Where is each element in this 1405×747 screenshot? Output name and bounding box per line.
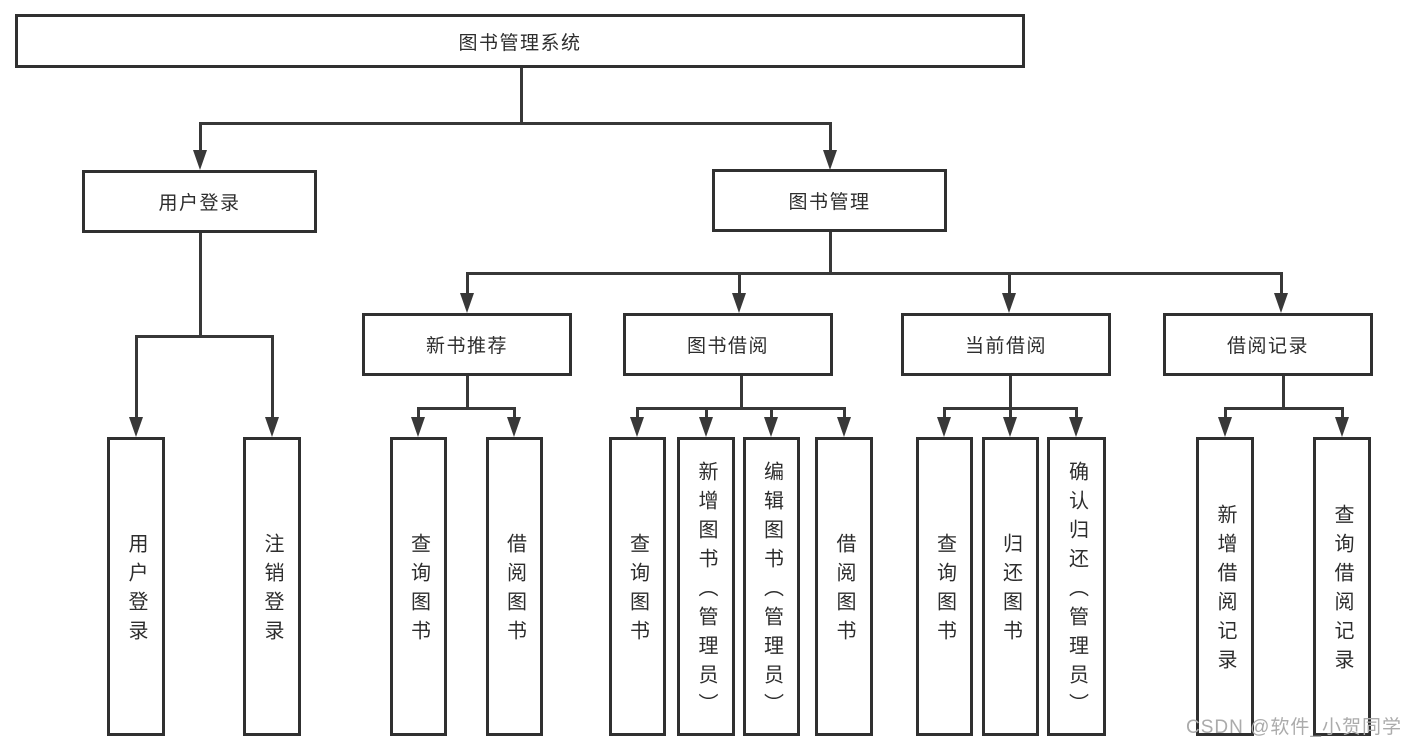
connector-parent-drop bbox=[1281, 376, 1285, 410]
node-system-root: 图书管理系统 bbox=[15, 14, 1025, 68]
node-current-borrowing: 当前借阅 bbox=[901, 313, 1111, 376]
arrow-down-icon bbox=[410, 417, 425, 437]
arrow-down-icon bbox=[836, 417, 851, 437]
node-label: 借阅图书 bbox=[833, 533, 855, 649]
connector-bus bbox=[635, 407, 846, 410]
arrow-down-icon bbox=[936, 417, 951, 437]
node-book-borrowing: 图书借阅 bbox=[623, 313, 833, 376]
node-leaf-logout: 注销登录 bbox=[243, 437, 301, 736]
node-leaf-query-books-a: 查询图书 bbox=[390, 437, 447, 736]
arrow-down-icon bbox=[731, 293, 746, 313]
node-label: 查询借阅记录 bbox=[1331, 504, 1353, 678]
arrow-down-icon bbox=[822, 150, 837, 170]
connector-bus bbox=[134, 335, 274, 338]
node-label: 借阅图书 bbox=[503, 533, 526, 649]
arrow-down-icon bbox=[264, 417, 279, 437]
connector-child-drop bbox=[1074, 407, 1078, 417]
connector-parent-drop bbox=[739, 376, 743, 410]
node-label: 查询图书 bbox=[626, 533, 649, 649]
node-leaf-borrow-books-a: 借阅图书 bbox=[486, 437, 543, 736]
node-new-book-recommend: 新书推荐 bbox=[362, 313, 572, 376]
node-book-management: 图书管理 bbox=[712, 169, 947, 232]
connector-bus bbox=[416, 407, 516, 410]
connector-parent-drop bbox=[828, 232, 832, 275]
connector-child-drop bbox=[1340, 407, 1344, 417]
arrow-down-icon bbox=[128, 417, 143, 437]
connector-child-drop bbox=[512, 407, 516, 417]
connector-child-drop bbox=[635, 407, 639, 417]
node-label: 新增图书（管理员） bbox=[695, 460, 717, 722]
arrow-down-icon bbox=[506, 417, 521, 437]
node-leaf-confirm-return-admin: 确认归还（管理员） bbox=[1047, 437, 1106, 736]
connector-child-drop bbox=[416, 407, 420, 417]
node-label: 新书推荐 bbox=[425, 336, 508, 357]
node-label: 归还图书 bbox=[999, 533, 1022, 649]
node-leaf-user-login: 用户登录 bbox=[107, 437, 165, 736]
connector-child-drop bbox=[842, 407, 846, 417]
connector-bus bbox=[198, 122, 832, 125]
connector-child-drop bbox=[828, 122, 832, 150]
connector-parent-drop bbox=[198, 233, 202, 338]
node-label: 查询图书 bbox=[407, 533, 430, 649]
connector-child-drop bbox=[1008, 407, 1012, 417]
connector-child-drop bbox=[134, 335, 138, 417]
node-label: 编辑图书（管理员） bbox=[760, 460, 783, 722]
arrow-down-icon bbox=[698, 417, 713, 437]
connector-child-drop bbox=[1279, 272, 1283, 293]
connector-child-drop bbox=[270, 335, 274, 417]
connector-child-drop bbox=[1223, 407, 1227, 417]
node-label: 用户登录 bbox=[158, 193, 241, 214]
node-label: 确认归还（管理员） bbox=[1065, 460, 1088, 722]
node-label: 新增借阅记录 bbox=[1214, 504, 1236, 678]
node-label: 注销登录 bbox=[261, 533, 283, 649]
node-leaf-query-books-b: 查询图书 bbox=[609, 437, 666, 736]
node-user-login: 用户登录 bbox=[82, 170, 317, 233]
arrow-down-icon bbox=[459, 293, 474, 313]
node-leaf-add-book-admin: 新增图书（管理员） bbox=[677, 437, 735, 736]
connector-child-drop bbox=[704, 407, 708, 417]
node-label: 当前借阅 bbox=[964, 336, 1047, 357]
arrow-down-icon bbox=[629, 417, 644, 437]
node-leaf-query-borrow-record: 查询借阅记录 bbox=[1313, 437, 1371, 736]
connector-child-drop bbox=[198, 122, 202, 150]
connector-bus bbox=[1223, 407, 1344, 410]
connector-bus bbox=[465, 272, 1283, 275]
node-label: 图书管理 bbox=[788, 192, 871, 213]
arrow-down-icon bbox=[763, 417, 778, 437]
connector-parent-drop bbox=[465, 376, 469, 410]
node-leaf-edit-book-admin: 编辑图书（管理员） bbox=[743, 437, 800, 736]
node-label: 用户登录 bbox=[125, 533, 147, 649]
connector-child-drop bbox=[737, 272, 741, 293]
node-leaf-add-borrow-record: 新增借阅记录 bbox=[1196, 437, 1254, 736]
connector-parent-drop bbox=[519, 68, 523, 125]
connector-child-drop bbox=[465, 272, 469, 293]
arrow-down-icon bbox=[1002, 417, 1017, 437]
arrow-down-icon bbox=[192, 150, 207, 170]
arrow-down-icon bbox=[1001, 293, 1016, 313]
arrow-down-icon bbox=[1273, 293, 1288, 313]
arrow-down-icon bbox=[1217, 417, 1232, 437]
node-leaf-borrow-books-b: 借阅图书 bbox=[815, 437, 873, 736]
arrow-down-icon bbox=[1068, 417, 1083, 437]
node-label: 借阅记录 bbox=[1226, 336, 1309, 357]
connector-child-drop bbox=[1007, 272, 1011, 293]
node-borrow-records: 借阅记录 bbox=[1163, 313, 1373, 376]
node-label: 图书管理系统 bbox=[458, 32, 582, 54]
connector-parent-drop bbox=[1008, 376, 1012, 410]
connector-child-drop bbox=[769, 407, 773, 417]
arrow-down-icon bbox=[1334, 417, 1349, 437]
connector-child-drop bbox=[942, 407, 946, 417]
node-label: 图书借阅 bbox=[686, 336, 769, 357]
node-leaf-return-books: 归还图书 bbox=[982, 437, 1039, 736]
node-leaf-query-books-c: 查询图书 bbox=[916, 437, 973, 736]
node-label: 查询图书 bbox=[933, 533, 956, 649]
watermark: CSDN @软件_小贺同学 bbox=[1186, 717, 1402, 738]
